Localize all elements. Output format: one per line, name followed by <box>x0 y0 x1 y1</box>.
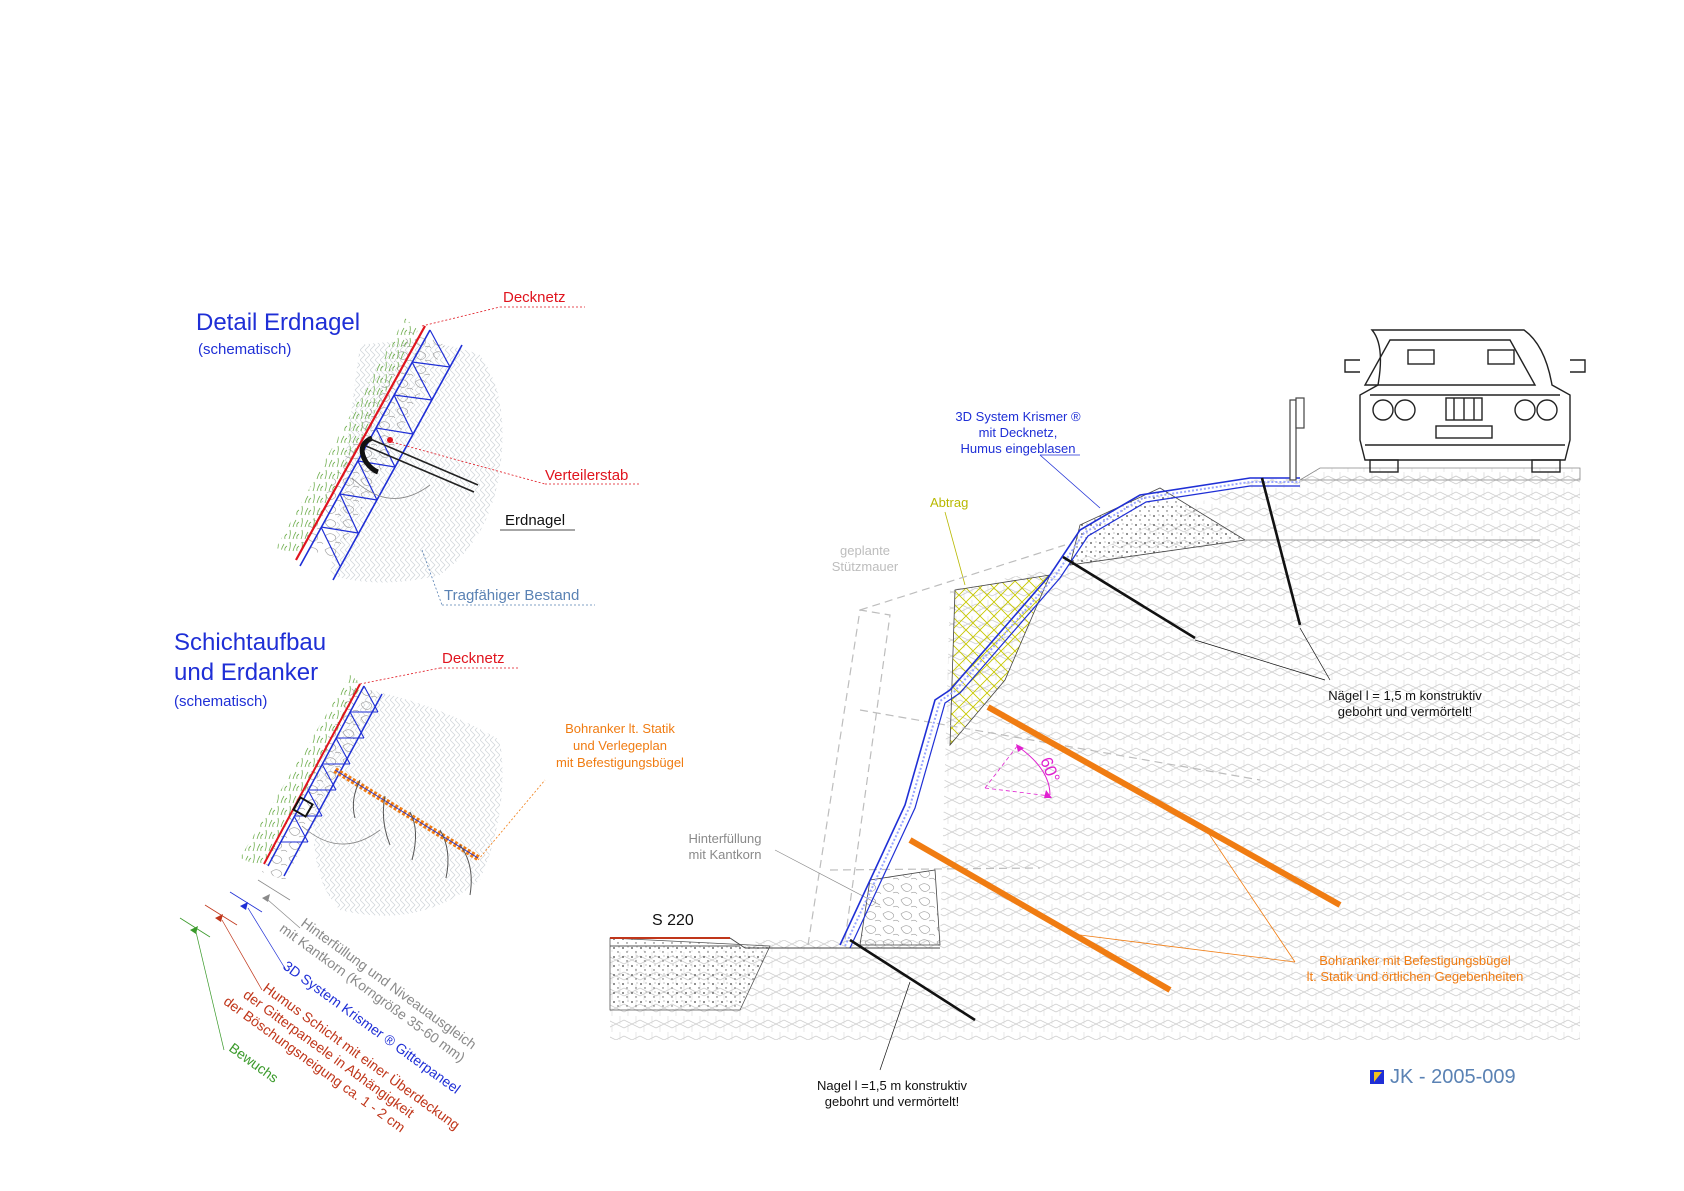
nagel-top-1 <box>1062 555 1196 640</box>
label-tragfaehiger-bestand: Tragfähiger Bestand <box>444 587 579 604</box>
layer-dimension-arrows <box>179 879 301 1051</box>
label-bohranker-1: Bohranker lt. Statik <box>565 721 675 736</box>
label-hinterfuellung-section-2: mit Kantkorn <box>689 847 762 862</box>
label-bohranker-3: mit Befestigungsbügel <box>556 755 684 770</box>
lattice-diagonals <box>320 329 451 567</box>
guardrail-post <box>1289 397 1305 481</box>
leader-abtrag <box>944 511 966 586</box>
stone-backfill <box>300 330 445 560</box>
vegetation-band <box>276 318 418 555</box>
detail-erdnagel: Detail Erdnagel (schematisch) D <box>196 289 640 606</box>
angle-arc-detail <box>351 477 431 499</box>
nagel-top-2 <box>1260 477 1302 626</box>
nagel-bottom <box>849 938 976 1022</box>
label-nagel-bottom-2: gebohrt und vermörtelt! <box>825 1094 959 1109</box>
label-stuetzmauer-2: Stützmauer <box>832 559 899 574</box>
label-nagel-bottom-1: Nagel l =1,5 m konstruktiv <box>817 1078 967 1093</box>
label-system-section-2: mit Decknetz, <box>979 425 1058 440</box>
road-base-gravel <box>609 937 771 1011</box>
verteilerstab-bracket <box>359 435 379 475</box>
bohranker-section-1 <box>986 704 1342 908</box>
lattice-chord-inner <box>332 344 463 581</box>
label-bohranker-section-2: lt. Statik und örtlichen Gegebenheiten <box>1307 969 1524 984</box>
label-system-section-1: 3D System Krismer ® <box>955 409 1081 424</box>
erdnagel-rod-2 <box>365 445 475 493</box>
detail-erdnagel-subtitle: (schematisch) <box>198 341 291 358</box>
leader-bestand <box>421 549 443 606</box>
leader-system-section <box>1039 454 1101 509</box>
detail-schichtaufbau: Schichtaufbau und Erdanker (schematisch) <box>174 629 684 1135</box>
lattice-diagonals-2 <box>280 685 379 843</box>
schichtaufbau-subtitle: (schematisch) <box>174 693 267 710</box>
angle-arrow-bottom <box>1044 790 1052 798</box>
leader-nagel-bottom <box>879 981 911 1071</box>
lattice-chord-outer-2 <box>267 685 365 867</box>
drawing-id: JK - 2005-009 <box>1390 1066 1516 1088</box>
leader-decknetz <box>421 306 501 327</box>
drawing-footer: JK - 2005-009 <box>1370 1066 1516 1088</box>
label-decknetz: Decknetz <box>503 289 566 306</box>
label-naegel-top-1: Nägel l = 1,5 m konstruktiv <box>1328 688 1482 703</box>
label-bohranker-section-1: Bohranker mit Befestigungsbügel <box>1319 953 1511 968</box>
krismer-logo-icon <box>1370 1070 1384 1084</box>
leader-naegel-top-b <box>1299 627 1331 681</box>
befestigungsbuegel <box>292 796 314 818</box>
terrain-line-bottom <box>729 937 746 949</box>
label-stuetzmauer-1: geplante <box>840 543 890 558</box>
label-road-s220: S 220 <box>652 912 694 929</box>
leader-bohranker <box>477 779 546 861</box>
schichtaufbau-title-line1: Schichtaufbau <box>174 629 326 656</box>
decknetz-line-2 <box>263 683 361 865</box>
label-decknetz-2: Decknetz <box>442 650 505 667</box>
car-front-illustration <box>1344 329 1586 473</box>
schichtaufbau-title-line2: und Erdanker <box>174 659 318 686</box>
existing-soil-hatch-2 <box>313 690 503 916</box>
cross-section: Abtrag geplante Stützmauer Hinterfüllung… <box>609 329 1586 1109</box>
verteilerstab-point <box>387 437 393 443</box>
bohranker-section-2 <box>908 837 1172 993</box>
label-naegel-top-2: gebohrt und vermörtelt! <box>1338 704 1472 719</box>
label-erdnagel: Erdnagel <box>505 512 565 529</box>
angle-arc-60 <box>1019 747 1051 796</box>
leader-decknetz-2 <box>359 667 441 685</box>
leader-verteilerstab <box>391 441 546 485</box>
label-hinterfuellung-section-1: Hinterfüllung <box>689 831 762 846</box>
bohranker-rod-core <box>334 769 479 859</box>
ground-hatch <box>610 470 1580 1040</box>
angle-arrow-top <box>1016 744 1024 752</box>
leader-bohranker-section-2 <box>1079 934 1296 963</box>
system-krismer-layer-hatch <box>844 481 1300 947</box>
angle-arc-detail-2 <box>301 825 381 845</box>
leader-hinterfuellung <box>774 849 881 906</box>
system-krismer-layer-inner <box>849 485 1300 949</box>
label-system-section-3: Humus eingeblasen <box>961 441 1076 456</box>
erdnagel-rod-1 <box>367 437 479 486</box>
leader-naegel-top-a <box>1194 639 1326 681</box>
label-abtrag: Abtrag <box>930 495 968 510</box>
decknetz-line <box>295 325 426 561</box>
label-bohranker-2: und Verlegeplan <box>573 738 667 753</box>
label-bewuchs: Bewuchs <box>226 1039 281 1085</box>
stone-backfill-2 <box>262 682 380 880</box>
angle-ref-line-2 <box>984 744 1019 789</box>
vegetation-band-2 <box>240 675 362 868</box>
angle-ref-line <box>984 787 1051 797</box>
leader-bohranker-section-1 <box>1204 827 1296 963</box>
geplante-stuetzmauer <box>807 544 1261 946</box>
upper-road-base <box>1298 467 1581 481</box>
system-krismer-layer-outer <box>839 477 1300 946</box>
anchor-roots <box>352 779 472 896</box>
detail-erdnagel-title: Detail Erdnagel <box>196 309 360 336</box>
label-verteilerstab: Verteilerstab <box>545 467 628 484</box>
kantkorn-backfill <box>859 869 941 946</box>
